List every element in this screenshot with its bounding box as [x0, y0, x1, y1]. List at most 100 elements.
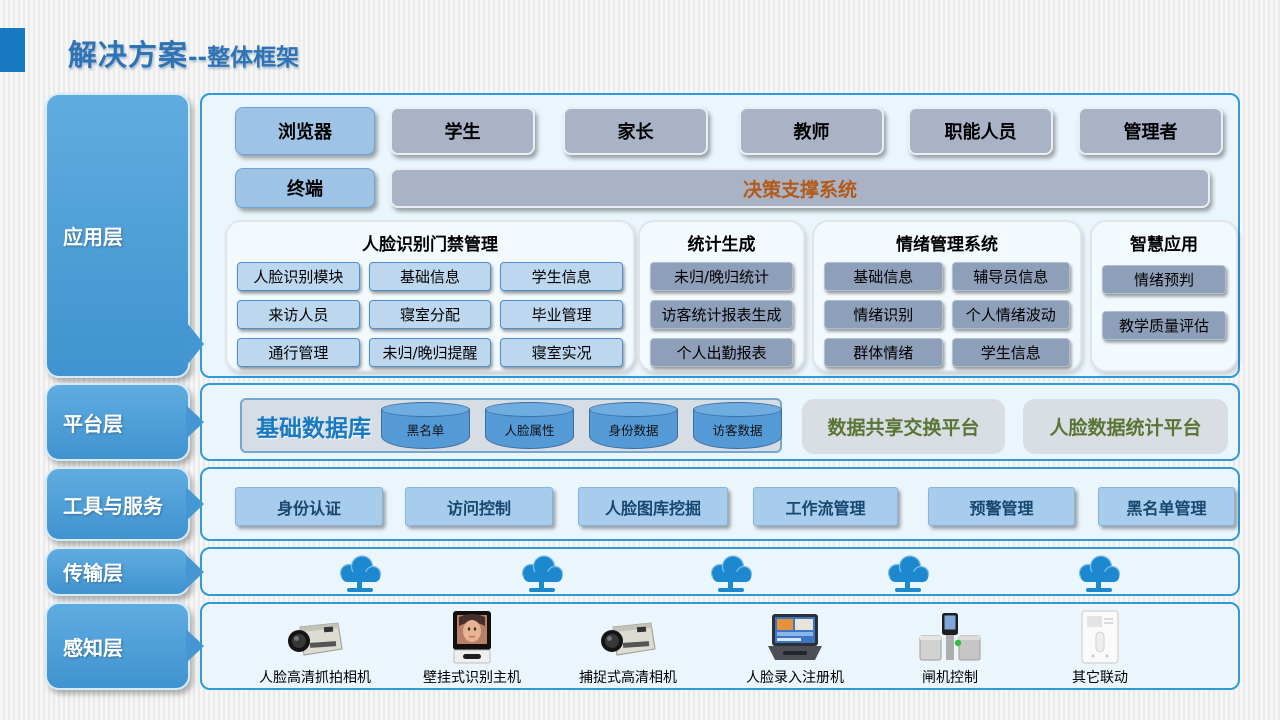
tool-box: 黑名单管理	[1098, 487, 1235, 526]
cloud-network-icon	[1078, 555, 1121, 592]
layer-label-perception: 感知层	[45, 602, 190, 690]
device-label: 捕捉式高清相机	[579, 670, 677, 686]
architecture-diagram: 应用层 浏览器 学生 家长 教师 职能人员 管理者 终端 决策支撑系统 人脸识别…	[45, 93, 1240, 690]
module-box: 通行管理	[237, 338, 360, 367]
module-box: 个人出勤报表	[650, 338, 793, 367]
cylinder-label: 黑名单	[406, 423, 445, 438]
platform-layer-content: 基础数据库 黑名单 人脸属性 身份数据	[200, 383, 1240, 461]
layer-row-platform: 平台层 基础数据库 黑名单 人脸属性	[45, 383, 1240, 461]
section-face-access-grid: 人脸识别模块 基础信息 学生信息 来访人员 寝室分配 毕业管理 通行管理 未归/…	[237, 262, 623, 367]
client-box-parent: 家长	[563, 107, 708, 155]
module-box: 情绪识别	[824, 300, 943, 329]
section-emotion-title: 情绪管理系统	[896, 235, 998, 255]
module-box: 毕业管理	[500, 300, 623, 329]
layer-label-transport: 传输层	[45, 547, 190, 596]
device-capture-camera: 人脸高清抓拍相机	[250, 610, 380, 687]
module-box: 人脸识别模块	[237, 262, 360, 291]
module-box: 来访人员	[237, 300, 360, 329]
module-box: 教学质量评估	[1102, 311, 1226, 340]
layer-label-application: 应用层	[45, 93, 204, 378]
device-wall-recognition-host: 壁挂式识别主机	[407, 610, 537, 687]
title-accent-square	[0, 28, 25, 72]
box-camera-icon	[563, 610, 693, 664]
client-box-browser: 浏览器	[235, 107, 375, 155]
tool-box: 工作流管理	[753, 487, 898, 526]
module-box: 情绪预判	[1102, 265, 1226, 294]
layer-row-perception: 感知层 人脸高清抓拍相机 壁挂式识别主机	[45, 602, 1240, 690]
module-box: 学生信息	[951, 338, 1070, 367]
gate-turnstile-icon	[885, 610, 1015, 664]
data-exchange-platform-box: 数据共享交换平台	[802, 399, 1005, 454]
decision-support-system-box: 决策支撑系统	[390, 168, 1210, 208]
perception-layer-content: 人脸高清抓拍相机 壁挂式识别主机 捕捉式高清相机	[200, 602, 1240, 690]
cylinder-label: 身份数据	[608, 423, 659, 438]
cylinder-label: 人脸属性	[504, 423, 555, 438]
cloud-network-icon	[710, 555, 753, 592]
tool-box: 身份认证	[235, 487, 383, 526]
wall-terminal-icon	[407, 610, 537, 664]
device-hd-camera: 捕捉式高清相机	[563, 610, 693, 687]
cloud-network-icon	[887, 555, 930, 592]
register-machine-icon	[730, 610, 860, 664]
section-face-access: 人脸识别门禁管理 人脸识别模块 基础信息 学生信息 来访人员 寝室分配 毕业管理…	[225, 220, 635, 372]
face-statistics-platform-box: 人脸数据统计平台	[1023, 399, 1228, 454]
module-box: 访客统计报表生成	[650, 300, 793, 329]
section-smart-apps: 智慧应用 情绪预判 教学质量评估	[1090, 220, 1238, 372]
box-camera-icon	[250, 610, 380, 664]
device-label: 人脸录入注册机	[746, 670, 844, 686]
base-database-title: 基础数据库	[256, 415, 371, 442]
section-face-access-title: 人脸识别门禁管理	[362, 235, 498, 255]
module-box: 寝室实况	[500, 338, 623, 367]
module-box: 未归/晚归提醒	[368, 338, 492, 367]
module-box: 基础信息	[368, 262, 492, 291]
layer-label-tools: 工具与服务	[45, 467, 190, 541]
device-label: 闸机控制	[922, 670, 978, 686]
section-statistics-title: 统计生成	[687, 235, 756, 255]
tool-box: 人脸图库挖掘	[578, 487, 728, 526]
transport-layer-content	[200, 547, 1240, 596]
terminal-box: 终端	[235, 168, 375, 208]
client-box-manager: 管理者	[1078, 107, 1223, 155]
module-box: 学生信息	[500, 262, 623, 291]
database-cylinders: 黑名单 人脸属性 身份数据 访客数据	[381, 402, 782, 449]
database-cylinder-icon: 身份数据	[589, 402, 678, 449]
device-label: 其它联动	[1072, 670, 1128, 686]
tool-box: 预警管理	[928, 487, 1075, 526]
section-emotion-grid: 基础信息 辅导员信息 情绪识别 个人情绪波动 群体情绪 学生信息	[824, 262, 1070, 367]
layer-row-application: 应用层 浏览器 学生 家长 教师 职能人员 管理者 终端 决策支撑系统 人脸识别…	[45, 93, 1240, 378]
page-title-main: 解决方案	[68, 38, 189, 72]
module-box: 未归/晚归统计	[650, 262, 793, 291]
cylinder-label: 访客数据	[712, 423, 763, 438]
module-box: 寝室分配	[368, 300, 492, 329]
section-smart-apps-title: 智慧应用	[1130, 235, 1198, 255]
device-face-registration-machine: 人脸录入注册机	[730, 610, 860, 687]
database-cylinder-icon: 访客数据	[693, 402, 782, 449]
cloud-network-icon	[521, 555, 564, 592]
database-cylinder-icon: 黑名单	[381, 402, 470, 449]
device-other-linkage: 其它联动	[1035, 610, 1165, 687]
client-box-staff: 职能人员	[908, 107, 1053, 155]
tools-layer-content: 身份认证 访问控制 人脸图库挖掘 工作流管理 预警管理 黑名单管理	[200, 467, 1240, 541]
section-emotion: 情绪管理系统 基础信息 辅导员信息 情绪识别 个人情绪波动 群体情绪 学生信息	[812, 220, 1082, 372]
application-layer-content: 浏览器 学生 家长 教师 职能人员 管理者 终端 决策支撑系统 人脸识别门禁管理…	[200, 93, 1240, 378]
linkage-box-icon	[1035, 610, 1165, 664]
base-database-group: 基础数据库 黑名单 人脸属性 身份数据	[240, 398, 782, 453]
client-box-teacher: 教师	[739, 107, 884, 155]
tool-box: 访问控制	[405, 487, 553, 526]
module-box: 个人情绪波动	[951, 300, 1070, 329]
section-smart-apps-grid: 情绪预判 教学质量评估	[1102, 265, 1226, 340]
module-box: 辅导员信息	[951, 262, 1070, 291]
cloud-network-icon	[339, 555, 382, 592]
database-cylinder-icon: 人脸属性	[485, 402, 574, 449]
section-statistics: 统计生成 未归/晚归统计 访客统计报表生成 个人出勤报表	[638, 220, 805, 372]
layer-row-transport: 传输层	[45, 547, 1240, 596]
device-gate-control: 闸机控制	[885, 610, 1015, 687]
device-label: 人脸高清抓拍相机	[259, 670, 371, 686]
module-box: 群体情绪	[824, 338, 943, 367]
layer-label-platform: 平台层	[45, 383, 190, 461]
layer-row-tools: 工具与服务 身份认证 访问控制 人脸图库挖掘 工作流管理 预警管理 黑名单管理	[45, 467, 1240, 541]
device-label: 壁挂式识别主机	[423, 670, 521, 686]
section-statistics-grid: 未归/晚归统计 访客统计报表生成 个人出勤报表	[650, 262, 793, 367]
page-title-sub: --整体框架	[188, 45, 300, 71]
